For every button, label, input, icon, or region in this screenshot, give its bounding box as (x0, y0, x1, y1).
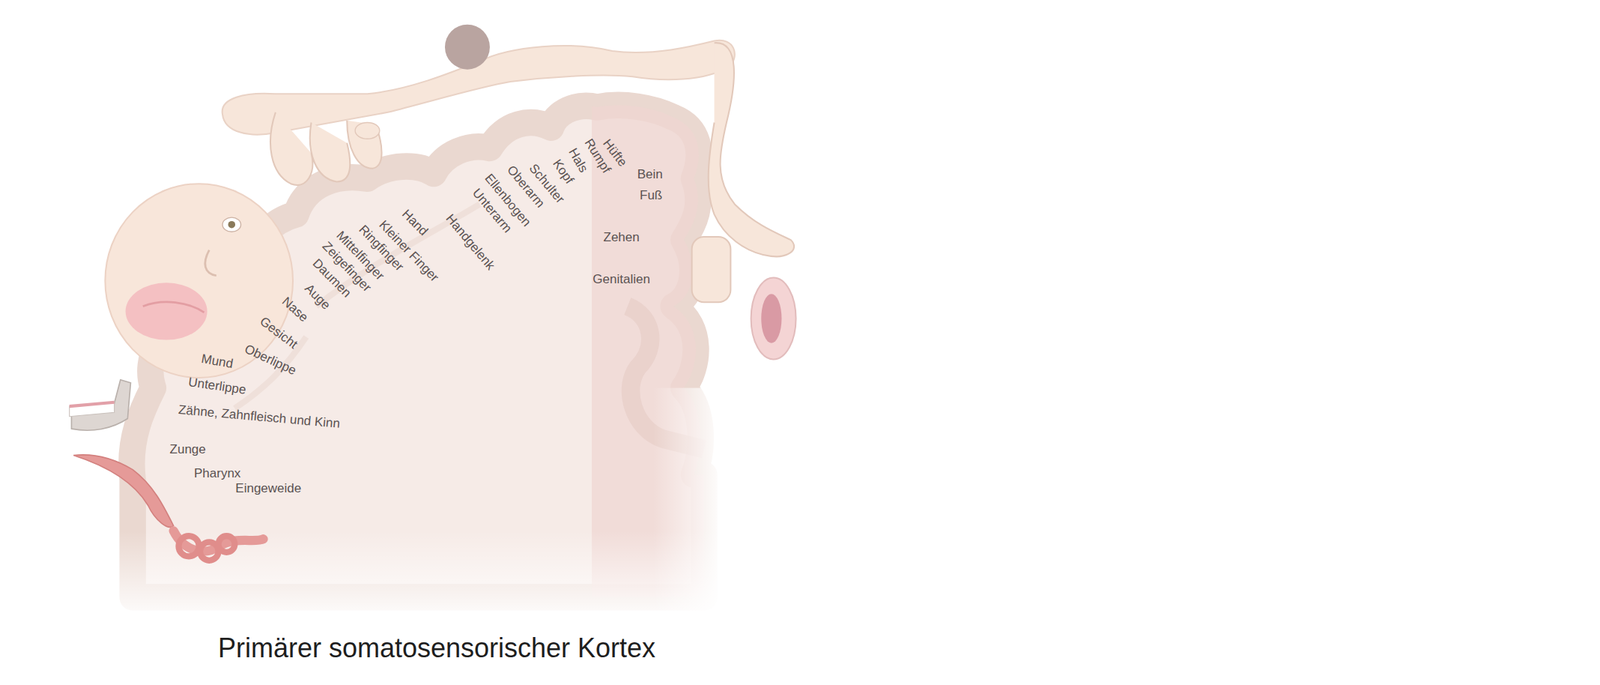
fade (653, 388, 725, 623)
tongue-viscera (73, 454, 263, 561)
cortex-slice (112, 96, 725, 623)
body-and-arm (222, 24, 795, 257)
caption: Primärer somatosensorischer Kortex (217, 632, 656, 663)
face (104, 183, 293, 378)
body-part-label: Genitalien (592, 271, 651, 285)
toes (692, 236, 732, 302)
body-part-label: Zehen (602, 230, 639, 244)
body-part-label: Eingeweide (235, 481, 302, 495)
body-part-label: Pharynx (194, 465, 241, 479)
body-part-label: Bein (637, 167, 663, 180)
jaw-teeth (69, 379, 132, 430)
body-part-label: Fuß (639, 188, 663, 202)
genitals (751, 277, 797, 360)
body-part-label: Zunge (170, 442, 206, 456)
fade (112, 530, 725, 623)
